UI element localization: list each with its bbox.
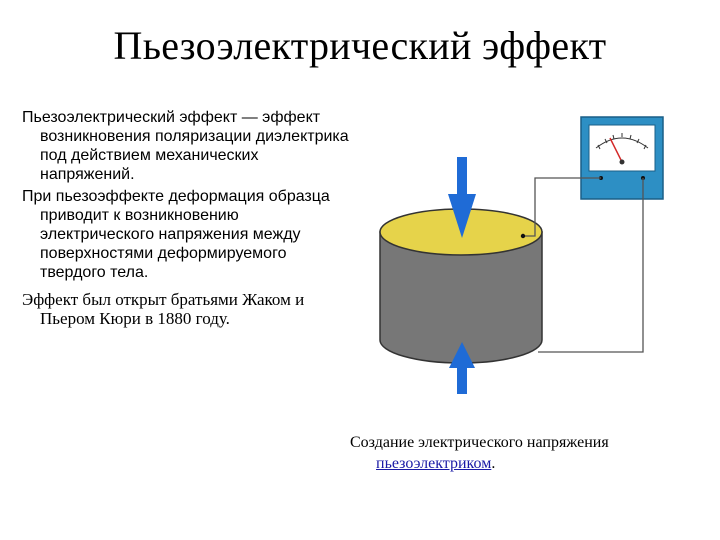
slide-title: Пьезоэлектрический эффект	[113, 23, 607, 68]
caption-period: .	[491, 455, 496, 472]
force-arrow-top	[448, 157, 476, 238]
force-arrow-bottom	[449, 342, 475, 394]
caption-line: Создание электрического напряжения	[350, 434, 609, 451]
circuit-wires	[523, 177, 644, 353]
figure-caption: Создание электрического напряжения пьезо…	[350, 432, 690, 474]
meter-needle	[609, 137, 623, 163]
voltmeter	[580, 116, 664, 200]
piezo-link[interactable]: пьезоэлектриком	[376, 455, 492, 472]
paragraph-discovery: Эффект был открыт братьями Жаком и Пьеро…	[22, 290, 305, 328]
paragraph-definition: Пьезоэлектрический эффект — эффект возни…	[22, 109, 349, 183]
electrode-top	[520, 233, 526, 239]
paragraph-deformation: При пьезоэффекте деформация образца прив…	[22, 188, 330, 281]
text-body: Пьезоэлектрический эффект — эффект возни…	[22, 108, 352, 331]
piezo-illustration	[379, 116, 664, 394]
